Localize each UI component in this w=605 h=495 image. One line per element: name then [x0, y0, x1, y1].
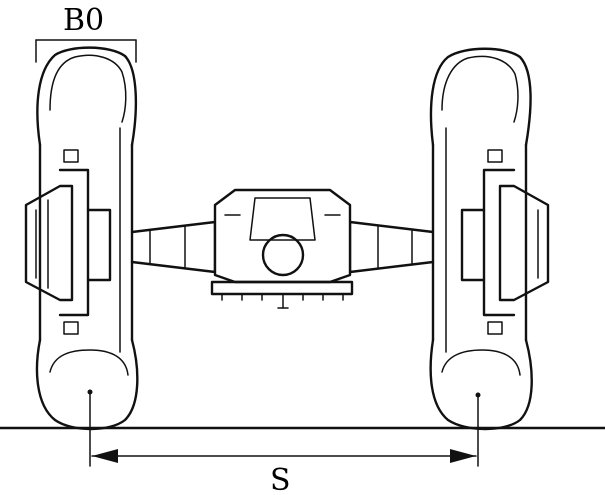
left-hub: [24, 184, 74, 302]
s-dimension: [89, 391, 479, 467]
right-tire-bottom: [429, 338, 533, 431]
pinion-circle: [261, 233, 305, 277]
b0-label: B0: [63, 3, 104, 38]
left-wheel: [24, 46, 139, 431]
right-hub: [498, 184, 550, 302]
b0-dimension: [35, 39, 137, 63]
right-wheel: [429, 47, 550, 431]
right-tire-top: [429, 47, 532, 147]
left-tire-top: [36, 46, 138, 147]
left-tire-bottom: [35, 338, 139, 431]
s-arrow-right: [450, 449, 476, 463]
differential-cover: [210, 280, 354, 296]
s-label: S: [270, 463, 291, 495]
s-arrow-left: [92, 449, 118, 463]
axle-housing: [130, 188, 435, 309]
